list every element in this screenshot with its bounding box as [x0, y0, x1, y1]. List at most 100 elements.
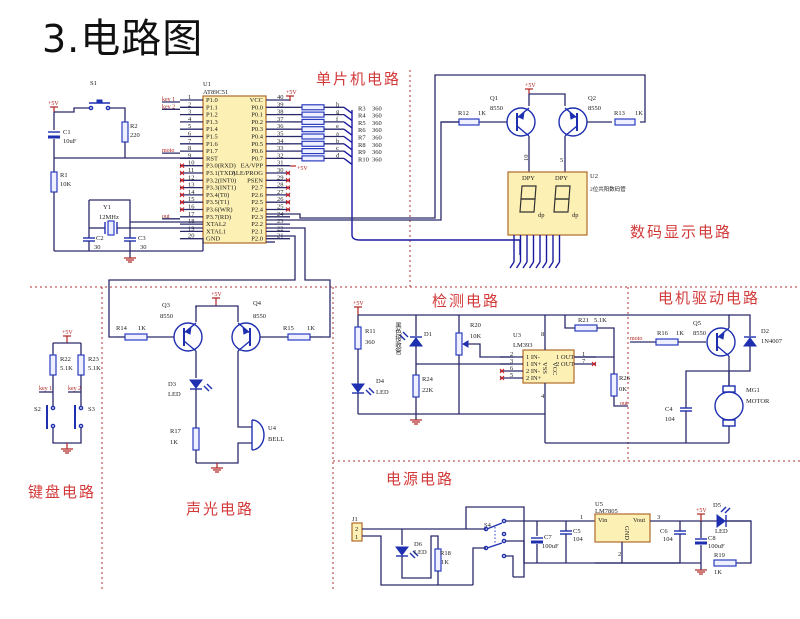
mcu-pin-number: 23 — [277, 218, 284, 225]
ground-icon — [695, 569, 707, 575]
r2-ref: R2 — [130, 123, 138, 130]
q1-part: 8550 — [490, 105, 503, 112]
led-d4 — [351, 383, 375, 396]
segment-letter: e — [336, 123, 339, 130]
mcu-pin-name: P1.5 — [206, 134, 218, 141]
mcu-pin-name: XTAL1 — [206, 228, 226, 235]
mcu-pin-name: P0.1 — [251, 112, 263, 119]
reset-vcc-label: +5V — [48, 101, 59, 107]
mcu-pin-name: XTAL2 — [206, 221, 226, 228]
moto-net: moto — [630, 336, 642, 342]
pushbutton-s3[interactable] — [74, 405, 84, 429]
mcu-pin-number: 5 — [188, 123, 191, 130]
switch-s4[interactable]: S4 — [483, 518, 507, 559]
resistor-value: 360 — [372, 135, 382, 142]
u4-value: BELL — [268, 436, 284, 443]
resistor-r11 — [354, 326, 362, 350]
c8-value: 100uF — [708, 543, 725, 550]
c4-ref: C4 — [665, 406, 673, 413]
mcu-pin-name: P2.0 — [251, 236, 263, 243]
c3-ref: C3 — [138, 235, 146, 242]
mcu-pin-name: P3.5(T1) — [206, 199, 229, 206]
resistor-r17 — [192, 427, 200, 451]
segment-letter: f — [336, 116, 339, 123]
digit-label: DPY — [522, 175, 535, 182]
r13-value: 1K — [635, 110, 643, 117]
q4-ref: Q4 — [253, 300, 262, 307]
mcu-pin-name: P0.7 — [251, 155, 263, 162]
c6-ref: C6 — [660, 528, 668, 535]
mcu-right-pins: 40VCC39P0.038P0.137P0.236P0.335P0.434P0.… — [231, 94, 296, 243]
mcu-pin-number: 8 — [188, 145, 191, 152]
r11-value: 360 — [365, 339, 375, 346]
r24-ref: R24 — [422, 376, 434, 383]
resistor-r14 — [124, 333, 148, 341]
resistor-r9 — [301, 148, 325, 155]
u3-ref: U3 — [513, 332, 521, 339]
u2-ref: U2 — [590, 173, 598, 180]
section-label-power: 电源电路 — [386, 470, 454, 488]
no-connect-mark — [285, 185, 291, 190]
resistor-ref: R9 — [358, 149, 366, 156]
reset-circuit: +5V C1 10uF S1 R2 220 R1 10K — [48, 80, 204, 252]
y1-ref: Y1 — [103, 204, 111, 211]
c7-ref: C7 — [544, 534, 552, 541]
d1-ref: D1 — [424, 331, 432, 338]
mcu-body — [202, 95, 267, 244]
mcu-net-label: moto — [162, 148, 174, 154]
r15-ref: R15 — [283, 325, 294, 332]
resistor-ref: R10 — [358, 156, 369, 163]
u5-pin-1: 1 — [580, 514, 583, 521]
mcu-pin-name: PSEN — [247, 177, 263, 184]
mcu-pin-number: 28 — [277, 182, 284, 189]
d5-ref: D5 — [713, 502, 721, 509]
power-circuit: J1 2 1 D6 LED R18 1K S4 — [351, 501, 752, 586]
r2-value: 220 — [130, 132, 140, 139]
mcu-pin-name: P2.5 — [251, 199, 263, 206]
pushbutton-s2[interactable] — [46, 405, 56, 429]
r18-ref: R18 — [440, 550, 451, 557]
mcu-pin-number: 14 — [188, 189, 195, 196]
display-pins — [509, 235, 561, 269]
no-connect-mark — [285, 170, 291, 176]
segment-letter: g — [336, 109, 340, 116]
mcu-pin-name: P0.4 — [251, 134, 263, 141]
r15-value: 1K — [307, 325, 315, 332]
heading-number: 3. — [42, 17, 81, 61]
resistor-r16 — [655, 338, 679, 346]
resistor-r8 — [301, 140, 325, 147]
mcu-pin-number: 40 — [277, 94, 284, 101]
u5-ref: U5 — [595, 501, 603, 508]
segment-letter: h — [336, 101, 340, 108]
dp-label: dp — [538, 212, 545, 219]
r21-value: 5.1K — [594, 317, 607, 324]
u3-part: LM393 — [513, 342, 533, 349]
mcu-pin-number: 1 — [188, 94, 191, 101]
r26-ref: R26 — [619, 375, 631, 382]
u3-vcc-label: VCC — [551, 362, 558, 375]
s2-ref: S2 — [34, 406, 41, 413]
power-jack-j1[interactable] — [351, 522, 363, 542]
mcu-pin-name: P2.1 — [251, 228, 263, 235]
mcu-pin-name: P3.6(WR) — [206, 207, 233, 214]
r20-ref: R20 — [470, 322, 481, 329]
mcu-pin-number: 6 — [188, 131, 192, 138]
u3-pin-number: 2 — [510, 351, 513, 358]
r19-value: 1K — [714, 569, 722, 576]
mcu-pin-number: 36 — [277, 123, 284, 130]
mcu-pin-number: 38 — [277, 109, 284, 116]
resistor-r6 — [301, 126, 325, 133]
no-connect-mark — [179, 163, 185, 169]
resistor-r13 — [614, 118, 636, 126]
segment-letter: b — [336, 138, 339, 145]
mcu-pin-name: P3.3(INT1) — [206, 185, 236, 192]
mcu-pin-name: P2.7 — [251, 185, 263, 192]
keyboard-circuit: +5V R22 5.1K R23 5.1K key 1 key 2 S2 S3 — [34, 330, 101, 454]
mcu-pin-name: P1.3 — [206, 119, 218, 126]
mcu-pin-number: 29 — [277, 174, 284, 181]
mcu-pin-name: P2.2 — [251, 221, 263, 228]
potentiometer-r20[interactable] — [455, 332, 463, 356]
mcu-pin-name: P0.2 — [251, 119, 263, 126]
r16-value: 1K — [676, 330, 684, 337]
